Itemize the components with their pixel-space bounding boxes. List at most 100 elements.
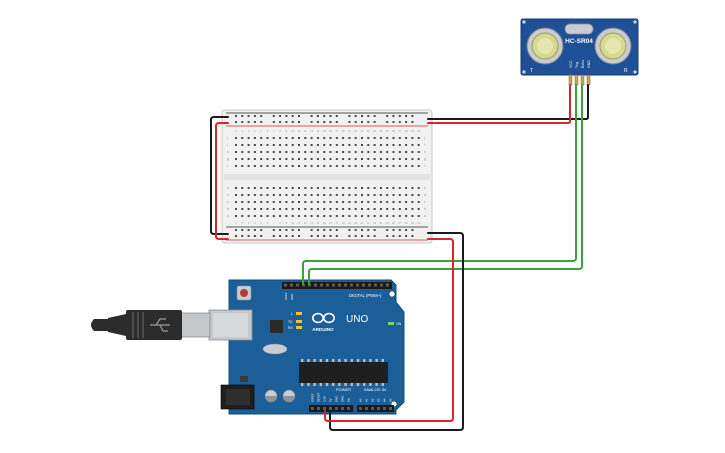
column-number: 26 (392, 221, 395, 225)
column-number: 30 (417, 129, 420, 133)
wire-sensor-gnd (427, 84, 589, 120)
power-header (309, 405, 353, 412)
column-number: 13 (310, 129, 313, 133)
column-number: 2 (242, 221, 244, 225)
column-number: 3 (248, 129, 250, 133)
row-letter: j (226, 136, 228, 140)
column-number: 6 (267, 221, 269, 225)
row-letter: f (424, 164, 425, 168)
column-number: 6 (267, 129, 269, 133)
wires (210, 84, 589, 431)
arduino-logo (311, 312, 335, 324)
column-number: 10 (291, 129, 294, 133)
column-number: 21 (361, 129, 364, 133)
column-number: 17 (335, 221, 338, 225)
row-letter: g (227, 157, 229, 161)
row-letter: i (424, 143, 425, 147)
sensor-header-pins (568, 74, 591, 86)
column-number: 24 (379, 221, 382, 225)
usb-port (208, 309, 253, 341)
power-pin-label: RESET (317, 392, 321, 402)
digital-header (282, 282, 392, 289)
led-rx-label: RX (288, 326, 293, 330)
column-number: 25 (386, 221, 389, 225)
column-number: 7 (273, 221, 275, 225)
column-number: 12 (304, 221, 307, 225)
breadboard-holes (235, 115, 420, 237)
analog-pin-label: A0 (359, 398, 363, 402)
wire-sensor-vcc (427, 84, 571, 124)
row-letter: e (424, 186, 426, 190)
power-pin-label: 5V (329, 398, 333, 402)
usb-symbol-icon (150, 318, 170, 332)
sensor-pin-echo-label: Echo (581, 60, 585, 68)
column-number: 29 (411, 129, 414, 133)
column-number: 17 (335, 129, 338, 133)
digital-gnd-label: GND (290, 294, 294, 300)
row-letter: h (227, 150, 229, 154)
row-letter: b (227, 207, 229, 211)
column-number: 28 (405, 129, 408, 133)
aref-label: AREF (284, 292, 288, 300)
row-letter: i (227, 143, 228, 147)
column-number: 27 (398, 129, 401, 133)
sensor-r-mark: R (624, 68, 628, 74)
column-number: 14 (316, 221, 319, 225)
wire-left-rail-black (210, 116, 229, 235)
crystal-oscillator (262, 343, 288, 355)
analog-pin-label: A3 (377, 398, 381, 402)
receiver-transducer (594, 27, 632, 65)
column-number: 7 (273, 129, 275, 133)
sensor-pin-vcc-label: VCC (569, 60, 573, 68)
column-number: 25 (386, 129, 389, 133)
column-number: 20 (354, 221, 357, 225)
column-number: 9 (286, 129, 288, 133)
column-number: 2 (242, 129, 244, 133)
row-letter: d (227, 193, 229, 197)
column-number: 23 (373, 129, 376, 133)
reset-button[interactable] (236, 285, 252, 301)
capacitors (264, 389, 296, 403)
column-number: 5 (260, 129, 262, 133)
ultrasonic-sensor[interactable]: HC-SR04 T R VCC Trig Echo GND (520, 18, 639, 86)
row-letter: b (424, 207, 426, 211)
column-number: 5 (260, 221, 262, 225)
arduino-brand-label: ARDUINO (312, 327, 334, 332)
analog-header (357, 405, 394, 412)
column-number: 23 (373, 221, 376, 225)
column-number: 29 (411, 221, 414, 225)
usb-interface-chip (270, 320, 283, 333)
led-tx-label: TX (288, 320, 293, 324)
power-pin-label: IOREF (311, 393, 315, 402)
column-number: 24 (379, 129, 382, 133)
column-number: 19 (348, 221, 351, 225)
column-number: 16 (329, 129, 332, 133)
column-number: 8 (279, 129, 281, 133)
column-number: 1 (235, 129, 237, 133)
wire-left-rail-red (215, 122, 229, 240)
column-number: 22 (367, 129, 370, 133)
column-number: 14 (316, 129, 319, 133)
row-letter: c (227, 200, 229, 204)
sensor-model-label: HC-SR04 (565, 38, 593, 45)
wire-sensor-trig (302, 84, 577, 285)
column-number: 30 (417, 221, 420, 225)
row-letter: a (227, 214, 229, 218)
sensor-pin-gnd-label: GND (587, 60, 591, 68)
power-pin-label: GND (335, 396, 339, 402)
column-number: 19 (348, 129, 351, 133)
column-number: 27 (398, 221, 401, 225)
column-number: 8 (279, 221, 281, 225)
wire-rail-to-arduino-gnd (329, 232, 464, 431)
row-letter: j (423, 136, 425, 140)
column-number: 26 (392, 129, 395, 133)
row-letter: g (424, 157, 426, 161)
column-number: 13 (310, 221, 313, 225)
column-number: 21 (361, 221, 364, 225)
row-letter: c (424, 200, 426, 204)
arduino-uno-board[interactable]: L TX RX ON ARDUINO UNO DIGITAL (PWM~) AR… (208, 279, 405, 415)
column-number: 3 (248, 221, 250, 225)
